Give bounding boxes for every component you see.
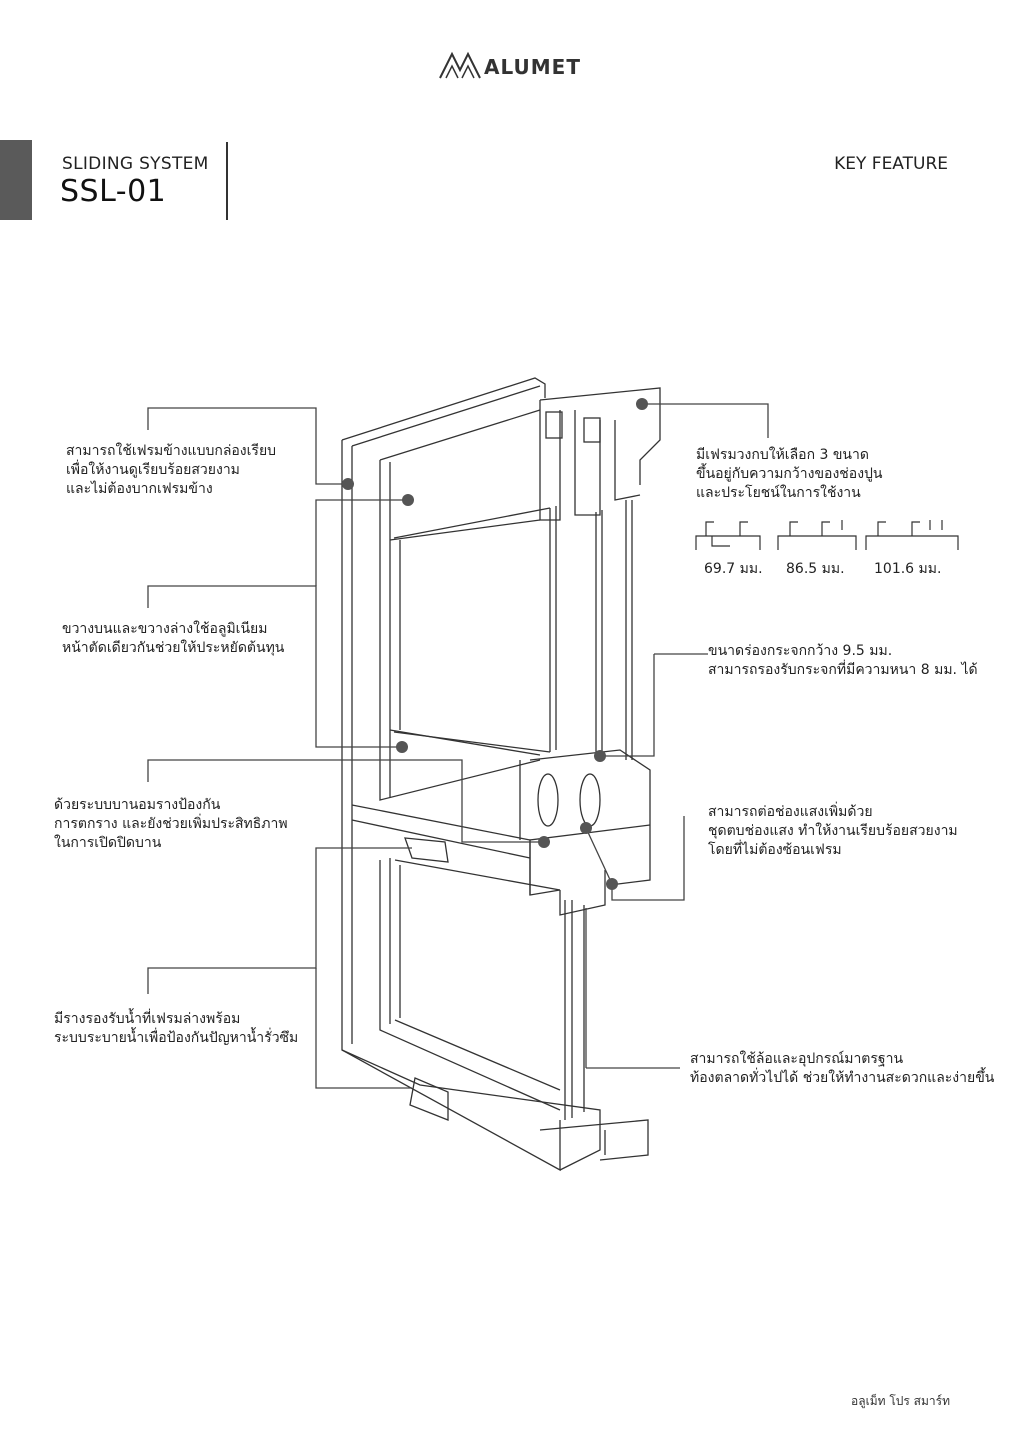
- callout-side-frame-line1: สามารถใช้เฟรมข้างแบบกล่องเรียบ: [66, 443, 277, 459]
- callout-extension-line2: ชุดตบช่องแสง ทำให้งานเรียบร้อยสวยงาม: [708, 823, 958, 839]
- side-tab: [0, 140, 32, 220]
- callout-anti-lift-line2: การตกราง และยังช่วยเพิ่มประสิทธิภาพ: [54, 816, 288, 832]
- callout-hardware-line2: ท้องตลาดทั่วไปได้ ช่วยให้ทำงานสะดวกและง่…: [690, 1070, 995, 1086]
- header-divider: [226, 142, 228, 220]
- callout-anti-lift-line1: ด้วยระบบบานอมรางป้องกัน: [54, 797, 221, 813]
- frame-dim-2: 86.5 มม.: [786, 561, 845, 577]
- callout-glass-slot-line2: สามารถรองรับกระจกที่มีความหนา 8 มม. ได้: [708, 662, 978, 678]
- frame-size-icons: [695, 520, 959, 550]
- callout-frame-sizes-line3: และประโยชน์ในการใช้งาน: [696, 485, 861, 501]
- callout-frame-sizes-line2: ขึ้นอยู่กับความกว้างของช่องปูน: [696, 466, 883, 482]
- callout-frame-sizes: มีเฟรมวงกบให้เลือก 3 ขนาด ขึ้นอยู่กับควา…: [696, 446, 882, 503]
- callout-rails-line1: ขวางบนและขวางล่างใช้อลูมิเนียม: [62, 621, 268, 637]
- callout-drainage: มีรางรองรับน้ำที่เฟรมล่างพร้อม ระบบระบาย…: [54, 1010, 298, 1048]
- footer-text: อลูเม็ท โปร สมาร์ท: [851, 1394, 950, 1408]
- callout-extension-line3: โดยที่ไม่ต้องซ้อนเฟรม: [708, 842, 842, 858]
- alumet-logo-icon: [439, 51, 481, 79]
- callout-extension-line1: สามารถต่อช่องแสงเพิ่มด้วย: [708, 804, 873, 820]
- callout-glass-slot: ขนาดร่องกระจกกว้าง 9.5 มม. สามารถรองรับก…: [708, 642, 978, 680]
- callout-side-frame-line3: และไม่ต้องบากเฟรมข้าง: [66, 481, 213, 497]
- system-label: SLIDING SYSTEM: [62, 154, 209, 174]
- frame-dim-1: 69.7 มม.: [704, 561, 763, 577]
- window-drawing: [341, 377, 661, 1172]
- callout-glass-slot-line1: ขนาดร่องกระจกกว้าง 9.5 มม.: [708, 643, 893, 659]
- callout-hardware: สามารถใช้ล้อและอุปกรณ์มาตรฐาน ท้องตลาดทั…: [690, 1050, 994, 1088]
- brand-name: ALUMET: [484, 55, 581, 79]
- section-title: KEY FEATURE: [834, 154, 948, 174]
- callout-side-frame: สามารถใช้เฟรมข้างแบบกล่องเรียบ เพื่อให้ง…: [66, 442, 276, 499]
- frame-dim-3: 101.6 มม.: [874, 561, 942, 577]
- callout-drainage-line2: ระบบระบายน้ำเพื่อป้องกันปัญหาน้ำรั่วซึม: [54, 1030, 299, 1046]
- callout-hardware-line1: สามารถใช้ล้อและอุปกรณ์มาตรฐาน: [690, 1051, 904, 1067]
- callout-frame-sizes-line1: มีเฟรมวงกบให้เลือก 3 ขนาด: [696, 447, 869, 463]
- callout-extension: สามารถต่อช่องแสงเพิ่มด้วย ชุดตบช่องแสง ท…: [708, 803, 958, 860]
- leader-lines: [147, 403, 769, 1089]
- callout-anti-lift-line3: ในการเปิดปิดบาน: [54, 835, 162, 851]
- callout-drainage-line1: มีรางรองรับน้ำที่เฟรมล่างพร้อม: [54, 1011, 241, 1027]
- callout-side-frame-line2: เพื่อให้งานดูเรียบร้อยสวยงาม: [66, 462, 240, 478]
- callout-anti-lift: ด้วยระบบบานอมรางป้องกัน การตกราง และยังช…: [54, 796, 288, 853]
- callout-rails-line2: หน้าตัดเดียวกันช่วยให้ประหยัดต้นทุน: [62, 640, 285, 656]
- callout-dots: [342, 398, 648, 890]
- alumet-logo: ALUMET: [438, 50, 588, 80]
- system-code: SSL-01: [60, 174, 167, 209]
- callout-rails: ขวางบนและขวางล่างใช้อลูมิเนียม หน้าตัดเด…: [62, 620, 284, 658]
